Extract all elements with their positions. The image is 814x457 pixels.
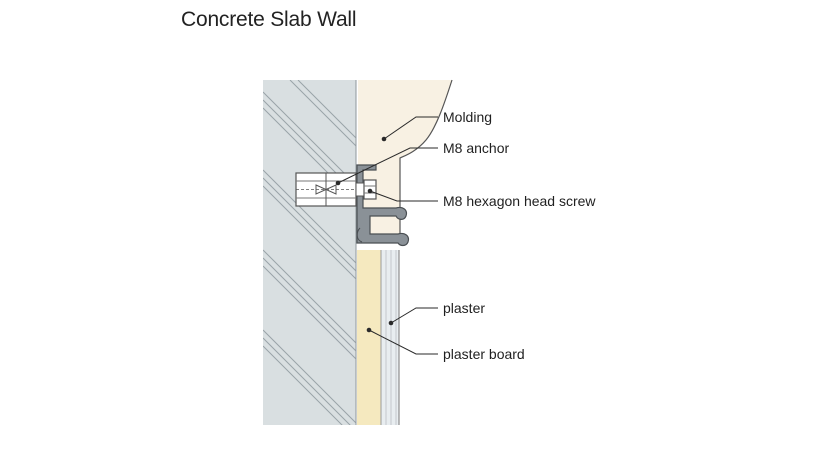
label-m8-anchor: M8 anchor: [443, 140, 509, 156]
label-molding: Molding: [443, 109, 492, 125]
label-plaster: plaster: [443, 300, 485, 316]
concrete-hatch: [263, 80, 356, 425]
plaster-leader: [390, 307, 438, 324]
screw-leader: [369, 190, 438, 202]
m8-anchor: [295, 172, 366, 207]
leader-lines: [337, 116, 438, 355]
plaster-board: [357, 250, 381, 425]
plaster-board-leader: [368, 329, 438, 355]
anchor-leader: [337, 147, 438, 184]
label-m8-hexagon-head-screw: M8 hexagon head screw: [443, 193, 596, 209]
leader-dots: [335, 136, 394, 333]
aluminium-profile: [356, 164, 410, 247]
wall-finish: [357, 250, 400, 425]
molding: [358, 79, 453, 236]
diagram-title: Concrete Slab Wall: [181, 8, 357, 31]
molding-leader: [383, 116, 438, 140]
m8-hexagon-head-screw: [355, 179, 377, 200]
label-plaster-board: plaster board: [443, 346, 525, 362]
concrete-slab: [263, 80, 357, 425]
